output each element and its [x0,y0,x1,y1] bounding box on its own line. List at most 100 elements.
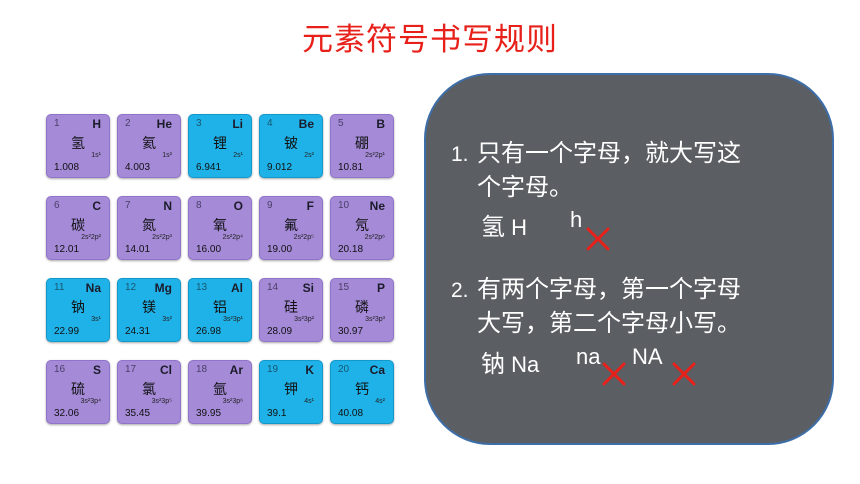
element-number: 3 [196,118,202,129]
element-mass: 22.99 [54,326,80,337]
cross-icon [672,362,696,386]
element-mass: 1.008 [54,162,80,173]
element-configuration: 2s²2p⁶ [364,234,385,241]
element-symbol: Cl [160,363,172,377]
element-configuration: 3s²3p² [294,316,314,323]
element-number: 7 [125,200,131,211]
element-configuration: 3s²3p⁶ [222,398,243,405]
rule-1-line-1: 只有一个字母，就大写这 [477,139,741,167]
element-name: 氢 [71,136,85,152]
element-configuration: 1s¹ [91,152,101,159]
element-mass: 26.98 [196,326,222,337]
element-name: 钠 [71,300,85,316]
element-number: 12 [125,282,137,293]
element-number: 19 [267,364,279,375]
element-configuration: 2s²2p¹ [365,152,385,159]
element-configuration: 3s²3p⁴ [80,398,101,405]
element-name: 硫 [71,382,85,398]
cross-icon [586,227,610,251]
element-number: 6 [54,200,60,211]
rule-2-line-1: 有两个字母，第一个字母 [477,275,741,303]
rule-2-example-correct: Na [511,352,540,377]
element-number: 13 [196,282,208,293]
element-number: 14 [267,282,279,293]
element-number: 4 [267,118,273,129]
element-symbol: O [233,199,243,213]
element-configuration: 3s²3p¹ [223,316,243,323]
element-number: 2 [125,118,131,129]
element-number: 10 [338,200,350,211]
element-mass: 10.81 [338,162,364,173]
rules-panel: 1. 只有一个字母，就大写这 个字母。 氢 H h 2. 有两个字母，第一个字母 大… [424,73,834,445]
element-symbol: K [305,363,314,377]
element-number: 9 [267,200,273,211]
rule-1: 1. 只有一个字母，就大写这 个字母。 [451,137,811,203]
rule-1-number: 1. [451,143,469,166]
element-symbol: Al [231,281,243,295]
element-configuration: 2s²2p² [81,234,101,241]
element-configuration: 2s²2p⁵ [293,234,314,241]
element-configuration: 2s¹ [233,152,243,159]
rule-1-example-wrong: h [570,207,583,232]
element-number: 16 [54,364,66,375]
element-number: 8 [196,200,202,211]
element-mass: 4.003 [125,162,151,173]
element-number: 11 [54,282,65,293]
element-mass: 30.97 [338,326,364,337]
element-mass: 19.00 [267,244,293,255]
element-mass: 20.18 [338,244,364,255]
element-mass: 39.1 [267,408,287,419]
rule-1-line-2: 个字母。 [477,173,573,201]
element-symbol: Li [232,117,243,131]
element-symbol: Ne [369,199,385,213]
element-name: 氯 [142,382,156,398]
element-name: 铍 [284,136,298,152]
element-name: 氮 [142,218,156,234]
element-symbol: He [156,117,172,131]
element-symbol: S [92,363,101,377]
element-name: 碳 [71,218,85,234]
element-tile-mg: 12 Mg 镁 3s² 24.31 [117,278,181,342]
element-mass: 32.06 [54,408,80,419]
element-configuration: 2s²2p³ [152,234,172,241]
element-name: 硼 [355,136,369,152]
rule-2-line-2: 大写，第二个字母小写。 [477,309,741,337]
rule-2-number: 2. [451,279,469,302]
element-configuration: 4s² [375,398,385,405]
cross-icon [602,362,626,386]
element-name: 锂 [213,136,227,152]
element-symbol: Si [302,281,314,295]
element-configuration: 4s¹ [304,398,314,405]
rule-2-example-wrong-1: na [576,344,601,369]
element-mass: 40.08 [338,408,364,419]
rule-1-example: 氢 H [481,207,527,242]
element-number: 18 [196,364,208,375]
element-configuration: 3s¹ [91,316,101,323]
element-name: 硅 [284,300,298,316]
element-symbol: Mg [154,281,172,295]
element-configuration: 1s² [162,152,172,159]
element-name: 钙 [355,382,369,398]
element-symbol: Ca [369,363,385,377]
element-name: 氩 [213,382,227,398]
element-number: 17 [125,364,137,375]
element-mass: 12.01 [54,244,80,255]
element-name: 铝 [213,300,227,316]
rule-2: 2. 有两个字母，第一个字母 大写，第二个字母小写。 [451,273,811,339]
element-symbol: B [376,117,385,131]
element-symbol: C [92,199,101,213]
element-mass: 16.00 [196,244,222,255]
element-name: 镁 [142,300,156,316]
element-number: 15 [338,282,350,293]
element-configuration: 3s² [162,316,172,323]
rule-1-example-correct: H [511,215,528,240]
element-mass: 24.31 [125,326,151,337]
